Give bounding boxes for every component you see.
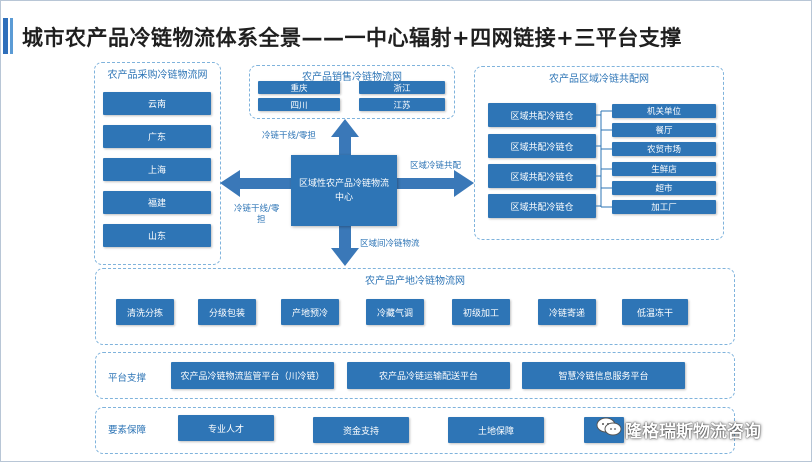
right-arrow-icon [397,170,474,197]
purchase-origin-box: 广东 [103,125,211,148]
factor-box: 专业人才 [178,415,274,441]
purchase-origin-box: 上海 [103,158,211,181]
regional-destination-box: 农贸市场 [612,142,716,156]
regional-destination-box: 加工厂 [612,200,716,214]
sales-destination-box: 四川 [258,98,340,111]
left-arrow-label-line2: 担 [257,215,266,225]
down-arrow-icon [331,226,359,266]
origin-process-box: 冷链寄递 [538,299,596,325]
factor-guarantee-label: 要素保障 [108,425,147,436]
sales-destination-box: 重庆 [258,81,340,94]
purchase-origin-box: 山东 [103,224,211,247]
hub-label-line2: 中心 [334,192,353,203]
platform-box: 农产品冷链物流监管平台（川冷链） [171,362,334,389]
hub-label-line1: 区域性农产品冷链物流 [298,178,389,189]
factor-box: 土地保障 [448,417,544,443]
regional-destination-box: 机关单位 [612,104,716,118]
purchase-network-title: 农产品采购冷链物流网 [107,70,208,81]
regional-network-title: 农产品区域冷链共配网 [549,74,649,85]
regional-destination-box: 生鲜店 [612,162,716,176]
sales-destination-box: 江苏 [359,98,445,111]
origin-process-box: 分级包装 [198,299,256,325]
factor-box: 资金支持 [313,417,409,443]
up-arrow-icon [331,119,359,157]
sales-destination-box: 浙江 [359,81,445,94]
left-arrow-icon [220,170,292,197]
down-arrow-label: 区域间冷链物流 [360,239,420,249]
watermark-text: 隆格瑞斯物流咨询 [625,422,761,442]
central-logistics-hub: 区域性农产品冷链物流 中心 [291,155,397,226]
regional-warehouse-box: 区域共配冷链仓 [488,164,596,188]
regional-warehouse-box: 区域共配冷链仓 [488,103,596,127]
platform-box: 智慧冷链信息服务平台 [522,362,685,389]
origin-network-title: 农产品产地冷链物流网 [365,276,465,287]
warehouse-connector-lines [596,110,612,208]
platform-support-label: 平台支撑 [108,373,147,384]
origin-process-box: 冷藏气调 [366,299,424,325]
purchase-origin-box: 福建 [103,191,211,214]
wechat-icon [596,417,622,436]
platform-box: 农产品冷链运输配送平台 [347,362,510,389]
origin-process-box: 低温冻干 [622,299,688,325]
title-accent-bar [3,18,8,54]
origin-process-box: 产地预冷 [281,299,339,325]
sales-network-title: 农产品销售冷链物流网 [302,72,402,83]
purchase-origin-box: 云南 [103,92,211,115]
right-arrow-label: 区域冷链共配 [410,161,462,171]
regional-destination-box: 餐厅 [612,123,716,137]
regional-destination-box: 超市 [612,181,716,195]
origin-process-box: 清洗分拣 [116,299,174,325]
left-arrow-label-line1: 冷链干线/零 [234,204,280,214]
regional-warehouse-box: 区域共配冷链仓 [488,134,596,158]
page-title: 城市农产品冷链物流体系全景——一中心辐射+四网链接+三平台支撑 [22,26,682,50]
up-arrow-label: 冷链干线/零担 [262,131,316,141]
regional-warehouse-box: 区域共配冷链仓 [488,194,596,218]
origin-process-box: 初级加工 [452,299,510,325]
title-accent-bar-secondary [10,18,13,54]
